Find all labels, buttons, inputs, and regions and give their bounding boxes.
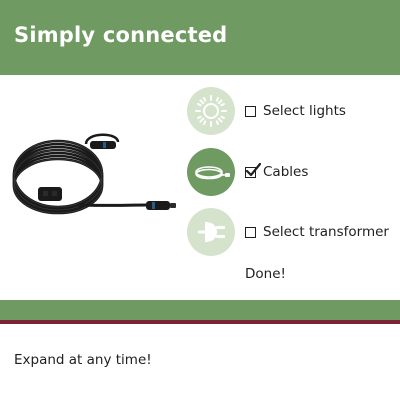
sun-icon <box>195 95 227 127</box>
step-cables-circle[interactable] <box>187 148 235 196</box>
cables-checkbox[interactable] <box>245 162 261 178</box>
step-lights-circle[interactable] <box>187 87 235 135</box>
select-lights-label: Select lights <box>263 103 346 119</box>
cables-option[interactable]: Cables <box>245 162 309 181</box>
done-status: Done! <box>245 266 286 282</box>
plug-icon <box>198 222 225 242</box>
cable-product-image <box>8 128 183 216</box>
header-banner: Simply connected <box>0 0 400 75</box>
select-transformer-label: Select transformer <box>263 224 389 240</box>
select-transformer-checkbox[interactable] <box>245 226 256 238</box>
step-transformer-circle[interactable] <box>187 208 235 256</box>
divider-red-line <box>0 320 400 324</box>
select-transformer-option[interactable]: Select transformer <box>245 223 389 241</box>
select-lights-checkbox[interactable] <box>245 105 256 117</box>
footer-text: Expand at any time! <box>14 352 152 368</box>
page-title: Simply connected <box>14 23 228 47</box>
divider-green-bar <box>0 300 400 320</box>
cables-label: Cables <box>263 164 309 180</box>
cable-icon <box>195 166 230 180</box>
select-lights-option[interactable]: Select lights <box>245 102 346 120</box>
checkmark-icon <box>245 162 261 176</box>
